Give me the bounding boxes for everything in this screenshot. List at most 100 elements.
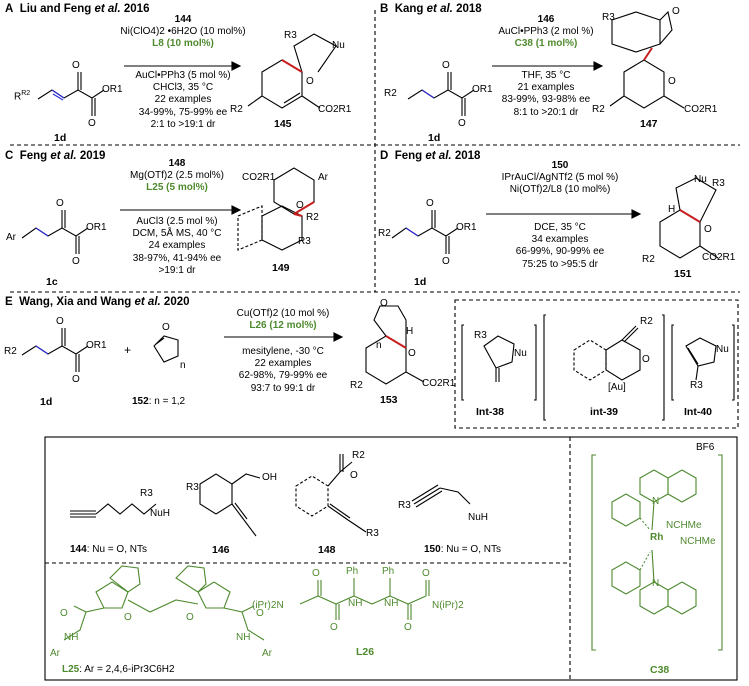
r3-label: R3 bbox=[140, 488, 153, 499]
panel-year: 2018 bbox=[456, 3, 482, 15]
ipr2n-label: (iPr)2N bbox=[252, 600, 284, 611]
structure-150 bbox=[411, 484, 471, 508]
co2r1-label: CO2R1 bbox=[702, 252, 736, 263]
or1-label: OR1 bbox=[456, 222, 477, 233]
conditions-top: 146 AuCl•PPh3 (2 mol %) C38 (1 mol%) bbox=[490, 14, 602, 51]
conditions-bottom: AuCl•PPh3 (5 mol %) CHCl3, 35 °C 22 exam… bbox=[120, 70, 246, 131]
reagent-152-label: 152: n = 1,2 bbox=[132, 396, 185, 408]
label-148: 148 bbox=[318, 544, 336, 556]
label-L25: L25: Ar = 2,4,6-iPr3C6H2 bbox=[62, 664, 175, 676]
substrate-1d-a bbox=[37, 72, 105, 116]
ar-label: Ar bbox=[318, 172, 328, 183]
panel-authors: Feng bbox=[19, 150, 48, 162]
ligand-note: : Ar = 2,4,6-iPr3C6H2 bbox=[79, 664, 175, 675]
int-39-drawing bbox=[543, 314, 665, 421]
compound-number: 144 bbox=[70, 544, 87, 555]
cond-line: 22 examples bbox=[254, 358, 312, 370]
reagent-label: 152 bbox=[132, 396, 149, 407]
o-label: O bbox=[458, 118, 466, 129]
cond-line: IPrAuCl/AgNTf2 (5 mol %) bbox=[501, 172, 619, 184]
cond-line: AuCl3 (2.5 mol %) bbox=[136, 216, 218, 227]
label-146: 146 bbox=[212, 544, 230, 556]
cond-line: Cu(OTf)2 (10 mol %) bbox=[236, 308, 330, 319]
nh-label: NH bbox=[236, 632, 251, 643]
co2r1-label: CO2R1 bbox=[242, 172, 276, 183]
o-label: O bbox=[330, 622, 338, 633]
nuh-label: NuH bbox=[468, 512, 489, 523]
nu-label: Nu bbox=[694, 174, 707, 185]
substrate-1d-b bbox=[407, 72, 475, 116]
panel-etal: et al. bbox=[425, 150, 452, 162]
nipr2-label: N(iPr)2 bbox=[432, 600, 464, 611]
panel-e-title: E Wang, Xia and Wang et al. 2020 bbox=[5, 296, 190, 308]
o-label: O bbox=[312, 568, 320, 579]
cond-line: 93:7 to 99:1 dr bbox=[250, 382, 316, 394]
o-label: O bbox=[404, 622, 412, 633]
label-144: 144: Nu = O, NTs bbox=[70, 544, 147, 556]
cond-line: 38-97%, 41-94% ee bbox=[132, 252, 222, 264]
panel-etal: et al. bbox=[94, 3, 121, 15]
conditions-top: Cu(OTf)2 (10 mol %) L26 (12 mol%) bbox=[224, 308, 342, 332]
r3-label: R3 bbox=[186, 482, 199, 493]
co2r1-label: CO2R1 bbox=[422, 378, 456, 389]
conditions-bottom: mesitylene, -30 °C 22 examples 62-98%, 7… bbox=[224, 346, 342, 395]
cond-line: Ni(ClO4)2 •6H2O (10 mol%) bbox=[120, 26, 246, 38]
panel-letter: A bbox=[5, 3, 14, 15]
conditions-bottom: AuCl3 (2.5 mol %) DCM, 5Å MS, 40 °C 24 e… bbox=[114, 216, 240, 277]
o-label: O bbox=[704, 224, 712, 235]
conditions-bottom: THF, 35 °C 21 examples 83-99%, 93-98% ee… bbox=[490, 70, 602, 119]
reagent-152 bbox=[153, 335, 179, 363]
int-38-label: Int-38 bbox=[476, 406, 505, 418]
r3-label: R3 bbox=[366, 528, 379, 539]
or1-label: OR1 bbox=[102, 84, 123, 95]
n-atom-label: N bbox=[652, 578, 660, 589]
panel-year: 2018 bbox=[454, 150, 481, 162]
cond-line: CHCl3, 35 °C bbox=[152, 82, 214, 94]
r2-label: R2 bbox=[352, 450, 365, 461]
or1-label: OR1 bbox=[86, 222, 107, 233]
o-label: O bbox=[422, 568, 430, 579]
product-label: 151 bbox=[674, 268, 692, 280]
o-label: O bbox=[442, 256, 450, 267]
panel-year: 2020 bbox=[163, 296, 190, 308]
conditions-top: 144 Ni(ClO4)2 •6H2O (10 mol%) L8 (10 mol… bbox=[120, 14, 246, 51]
o-label: O bbox=[668, 76, 676, 87]
r2-label: R2 bbox=[230, 104, 243, 115]
substrate-1d-e bbox=[21, 328, 89, 372]
product-label: 145 bbox=[274, 118, 292, 130]
structure-146 bbox=[199, 473, 261, 537]
r3-label: R3 bbox=[602, 12, 615, 23]
cond-line: L25 (5 mol%) bbox=[146, 182, 208, 194]
label-L26: L26 bbox=[356, 646, 375, 658]
bf6-label: BF6 bbox=[696, 442, 715, 453]
substrate-label: 1d bbox=[54, 132, 67, 144]
panel-year: 2019 bbox=[79, 150, 106, 162]
cond-line: 34-99%, 75-99% ee bbox=[138, 106, 228, 118]
o-label: O bbox=[426, 198, 434, 209]
panel-year: 2016 bbox=[123, 3, 150, 15]
reagent-label: 146 bbox=[537, 14, 555, 25]
panel-letter: B bbox=[380, 3, 389, 15]
cond-line: mesitylene, -30 °C bbox=[242, 346, 324, 357]
r2-label: R2 bbox=[640, 316, 653, 327]
o-label: O bbox=[56, 316, 64, 327]
product-149 bbox=[237, 167, 315, 251]
structure-L26 bbox=[299, 578, 430, 620]
cond-line: AuCl•PPh3 (5 mol %) bbox=[135, 70, 231, 81]
cond-line: C38 (1 mol%) bbox=[514, 38, 578, 50]
o-label: O bbox=[408, 348, 416, 359]
int-40-drawing bbox=[671, 324, 735, 401]
substrate-label: 1d bbox=[428, 132, 441, 144]
panel-etal: et al. bbox=[426, 3, 453, 15]
o-label: O bbox=[442, 60, 450, 71]
nu-label: Nu bbox=[332, 40, 345, 51]
o-label: O bbox=[56, 198, 64, 209]
o-label: O bbox=[306, 76, 314, 87]
product-145 bbox=[247, 33, 337, 109]
r2-label: RR2 bbox=[14, 90, 31, 103]
reagent-note: : n = 1,2 bbox=[148, 396, 186, 407]
panel-authors: Kang bbox=[394, 3, 424, 15]
o-label: O bbox=[642, 354, 650, 365]
ph-label: Ph bbox=[382, 566, 395, 577]
co2r1-label: CO2R1 bbox=[684, 104, 718, 115]
